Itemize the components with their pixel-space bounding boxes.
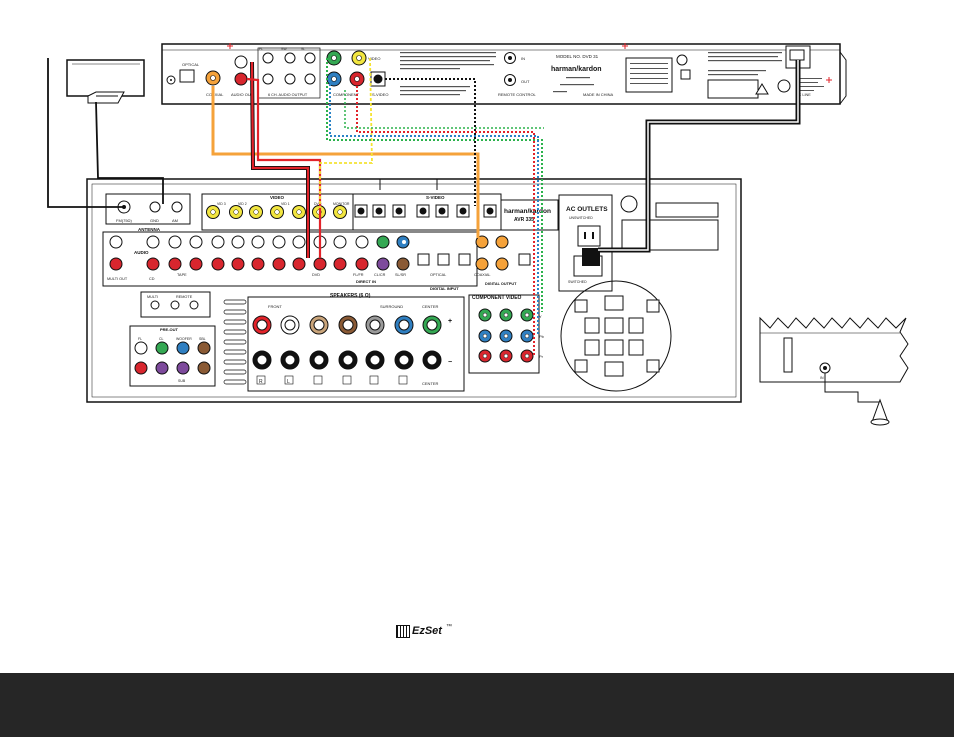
- receiver-vid3-label: VID 3: [217, 202, 226, 206]
- subwoofer-in-label: IN: [820, 376, 824, 380]
- dvd-sl-label: SL: [301, 47, 305, 51]
- receiver-optical-in-label: OPTICAL: [430, 273, 446, 277]
- receiver-audio-label: AUDIO: [134, 250, 149, 255]
- receiver-dvd-audio-label: DVD: [312, 273, 320, 277]
- receiver-direct-in-label: DIRECT IN: [356, 279, 376, 284]
- dvd-sw-label: SW: [281, 47, 287, 51]
- dvd-optical-label: OPTICAL: [182, 62, 200, 67]
- receiver-surround-label: SURROUND: [380, 304, 403, 309]
- ezset-mark-icon: [396, 624, 410, 638]
- receiver-ac-outlets-label: AC OUTLETS: [566, 206, 608, 213]
- receiver-digital-output-label: DIGITAL OUTPUT: [485, 282, 517, 286]
- receiver-y-label: Y: [539, 314, 542, 319]
- receiver-plus-label: +: [448, 318, 452, 325]
- receiver-antenna-label: ANTENNA: [138, 227, 161, 232]
- receiver-component-video-label: COMPONENT VIDEO: [472, 295, 522, 301]
- receiver-vid1-label: VID 1: [281, 202, 290, 206]
- receiver-am-label: AM: [172, 218, 178, 223]
- dvd-model-label: MODEL NO. DVD 31: [556, 54, 599, 59]
- receiver-fan-grille: [560, 280, 672, 392]
- receiver-rear-panel: FM(75Ω) GND AM ANTENNA VIDEO VID 3 VID 2…: [86, 178, 742, 403]
- receiver-center-label: CENTER: [422, 304, 439, 309]
- subwoofer-panel: IN: [759, 316, 909, 426]
- receiver-coaxial-in-label: COAXIAL: [474, 273, 490, 277]
- dvd-video-label: VIDEO: [368, 56, 380, 61]
- receiver-l-label: L: [287, 379, 290, 385]
- cables: [47, 57, 801, 356]
- dvd-remote-in-label: IN: [521, 56, 525, 61]
- receiver-pb-label: Pb: [539, 334, 545, 339]
- dvd-remote-control-label: REMOTE CONTROL: [498, 92, 537, 97]
- receiver-multi-label: MULTI: [147, 295, 158, 299]
- receiver-remote-label: REMOTE: [176, 295, 193, 299]
- dvd-fl-label: FL: [259, 47, 263, 51]
- receiver-cd-label: CD: [149, 277, 155, 281]
- dvd-brand-label: harman/kardon: [551, 66, 602, 73]
- receiver-preout-woofer-label: WOOFER: [176, 337, 192, 341]
- receiver-preout-jacks: [134, 341, 211, 375]
- receiver-speaker-terminals: [252, 315, 442, 370]
- receiver-preout-sbl-label: SBL: [199, 337, 206, 341]
- receiver-vid2-label: VID 2: [238, 202, 247, 206]
- receiver-pre-out-label: PRE-OUT: [160, 327, 179, 332]
- antenna-source-box: [66, 59, 145, 104]
- receiver-preout-fl-label: FL: [138, 337, 142, 341]
- receiver-gnd-label: GND: [150, 218, 159, 223]
- receiver-preout-sub-label: SUB: [178, 379, 186, 383]
- receiver-center-bottom-label: CENTER: [422, 381, 439, 386]
- dvd-coaxial-label: COAXIAL: [206, 92, 224, 97]
- receiver-audio-jacks: [109, 235, 347, 271]
- receiver-model-label: AVR 335: [514, 217, 534, 223]
- receiver-fm-label: FM(75Ω): [116, 218, 133, 223]
- dvd-ac-line-label: AC LINE: [796, 93, 811, 97]
- receiver-component-jacks: [478, 308, 534, 363]
- receiver-fl-fr-label: FL/FR: [353, 273, 364, 277]
- receiver-unswitched-label: UNSWITCHED: [569, 216, 593, 220]
- receiver-digital-input-label: DIGITAL INPUT: [430, 286, 459, 291]
- dvd-component-label: COMPONENT: [333, 92, 360, 97]
- ezset-trademark: ™: [445, 624, 452, 630]
- receiver-dvd-video-label: DVD: [314, 202, 322, 206]
- dvd-made-in-label: MADE IN CHINA: [583, 92, 614, 97]
- dvd-player-rear-panel: OPTICAL COAXIAL AUDIO OUT FL SW SL 6 CH.…: [161, 43, 847, 105]
- receiver-tape-label: TAPE: [177, 273, 187, 277]
- dvd-remote-out-label: OUT: [521, 79, 530, 84]
- receiver-svideo-label: S-VIDEO: [426, 195, 445, 200]
- receiver-multi-out-label: MULTI OUT: [107, 277, 128, 281]
- receiver-front-label: FRONT: [268, 304, 282, 309]
- receiver-minus-label: −: [448, 359, 452, 366]
- receiver-digital-jacks: [417, 235, 531, 271]
- receiver-r-label: R: [259, 379, 263, 385]
- dvd-6ch-label: 6 CH. AUDIO OUTPUT: [268, 93, 308, 97]
- dvd-audio-out-label: AUDIO OUT: [231, 92, 254, 97]
- dvd-svideo-label: S-VIDEO: [372, 92, 388, 97]
- receiver-preout-cl-label: CL: [159, 337, 164, 341]
- receiver-cl-cr-label: CL/CR: [374, 273, 386, 277]
- ezset-logo: EzSet ™: [396, 624, 452, 638]
- footer-bar: [0, 673, 954, 737]
- receiver-monitor-label: MONITOR: [333, 202, 350, 206]
- receiver-pr-label: Pr: [539, 354, 544, 359]
- receiver-direct-in-jacks: [355, 235, 410, 271]
- receiver-switched-label: SWITCHED: [568, 280, 587, 284]
- receiver-video-label: VIDEO: [270, 195, 285, 200]
- receiver-brand-label: harman/kardon: [504, 208, 551, 215]
- receiver-speakers-label: SPEAKERS (6 Ω): [330, 293, 371, 299]
- ezset-text: EzSet: [412, 625, 442, 637]
- receiver-sl-sr-label: SL/SR: [395, 273, 406, 277]
